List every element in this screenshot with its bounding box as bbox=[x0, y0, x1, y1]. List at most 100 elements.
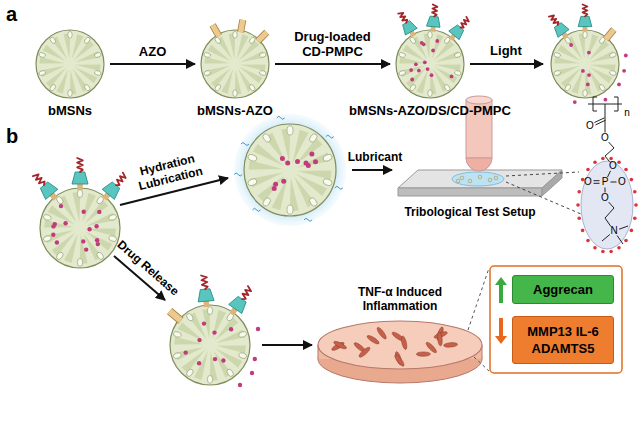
drug-dot bbox=[414, 62, 418, 66]
pore bbox=[553, 70, 561, 76]
water-dot bbox=[634, 203, 638, 207]
drug-dot bbox=[63, 221, 67, 225]
particle-label: bMSNs-AZO bbox=[197, 103, 273, 118]
dish-top bbox=[318, 321, 482, 369]
pore bbox=[173, 352, 182, 359]
particle-node: bMSNs-AZO/DS/CD-PMPC bbox=[396, 30, 464, 98]
particle-outline bbox=[201, 30, 269, 98]
pmpc-chain bbox=[77, 158, 83, 172]
pore-channel bbox=[237, 34, 249, 59]
pore bbox=[77, 190, 82, 198]
pore bbox=[322, 154, 333, 163]
pore bbox=[43, 235, 52, 242]
pore bbox=[214, 84, 222, 92]
atom-label: O bbox=[584, 177, 592, 187]
chemical-bond bbox=[609, 202, 614, 208]
test-ball bbox=[466, 158, 492, 171]
pore bbox=[207, 307, 212, 315]
pmpc-chain bbox=[583, 5, 588, 17]
drug-dot bbox=[95, 238, 99, 242]
pmpc-chain bbox=[432, 5, 437, 17]
released-drug bbox=[256, 327, 260, 331]
particle-body bbox=[40, 188, 120, 268]
pore bbox=[428, 90, 432, 97]
atom-label: n bbox=[624, 108, 630, 118]
test-plate bbox=[398, 170, 562, 188]
drug-dot bbox=[221, 358, 225, 362]
cell bbox=[333, 340, 347, 350]
pore bbox=[598, 84, 606, 92]
pore bbox=[259, 52, 267, 58]
chemical-bond bbox=[605, 119, 606, 133]
pore bbox=[96, 251, 105, 261]
drug-dot bbox=[197, 338, 201, 342]
pore bbox=[564, 84, 572, 92]
particle-body bbox=[170, 305, 250, 385]
cell bbox=[393, 354, 405, 368]
pore-channel bbox=[572, 69, 584, 94]
pore-channel bbox=[194, 351, 208, 380]
released-drug bbox=[253, 357, 257, 361]
water-dot bbox=[601, 250, 605, 254]
water-dot bbox=[586, 239, 590, 243]
drug-dot bbox=[586, 83, 590, 87]
water-mark bbox=[234, 173, 242, 176]
drug-dot bbox=[417, 69, 421, 73]
leader-line bbox=[474, 357, 489, 371]
cyclodextrin bbox=[198, 289, 214, 302]
drug-dot bbox=[82, 210, 86, 214]
particle-outline bbox=[396, 30, 464, 98]
drug-dot bbox=[435, 39, 439, 43]
hydration-shell bbox=[581, 161, 633, 249]
downregulated-box: MMP13 IL-6 ADAMTS5 bbox=[512, 316, 614, 364]
azo-rod bbox=[241, 20, 243, 32]
pore bbox=[233, 31, 237, 38]
gene-label: Aggrecan bbox=[517, 281, 609, 298]
azo-rod-outline bbox=[213, 25, 219, 36]
particle-body bbox=[36, 30, 104, 98]
pmpc-chain bbox=[461, 17, 469, 28]
water-dot bbox=[617, 160, 621, 164]
pore bbox=[428, 31, 432, 38]
process-arrow bbox=[352, 169, 392, 171]
drug-dot bbox=[51, 224, 55, 228]
pore bbox=[94, 70, 102, 76]
pore bbox=[609, 70, 617, 76]
pore-channel bbox=[64, 234, 78, 263]
water-dot bbox=[601, 157, 605, 161]
pore-channel bbox=[222, 69, 234, 94]
drug-dot bbox=[430, 73, 434, 77]
pore bbox=[398, 52, 406, 58]
drug-dot bbox=[285, 161, 290, 166]
pore bbox=[83, 84, 91, 92]
pore bbox=[247, 178, 258, 187]
water-mark bbox=[241, 143, 249, 146]
pore bbox=[409, 36, 417, 44]
particle-dot bbox=[488, 178, 492, 182]
upregulated-box: Aggrecan bbox=[512, 275, 614, 304]
chemical-bond bbox=[605, 104, 606, 119]
cyclodextrin bbox=[554, 23, 569, 38]
released-drug bbox=[617, 83, 621, 87]
atom-label: P bbox=[602, 177, 609, 187]
pore bbox=[38, 52, 46, 58]
cell bbox=[416, 352, 430, 357]
drug-dot bbox=[431, 49, 435, 53]
drug-dot bbox=[423, 60, 427, 64]
pmpc-chain bbox=[201, 276, 208, 290]
released-drug bbox=[604, 98, 608, 102]
drug-dot bbox=[213, 357, 217, 361]
pore bbox=[259, 70, 267, 76]
water-mark bbox=[277, 116, 285, 119]
cell bbox=[358, 346, 371, 359]
pore bbox=[398, 70, 406, 76]
pore bbox=[185, 312, 194, 322]
drug-dot bbox=[273, 182, 278, 187]
particle-label: bMSNs bbox=[48, 103, 92, 118]
water-dot bbox=[630, 178, 634, 182]
pore bbox=[262, 197, 272, 208]
released-drug bbox=[624, 54, 628, 58]
particle-body bbox=[396, 30, 464, 98]
drug-dot bbox=[202, 321, 206, 325]
particle-dot bbox=[478, 175, 482, 179]
